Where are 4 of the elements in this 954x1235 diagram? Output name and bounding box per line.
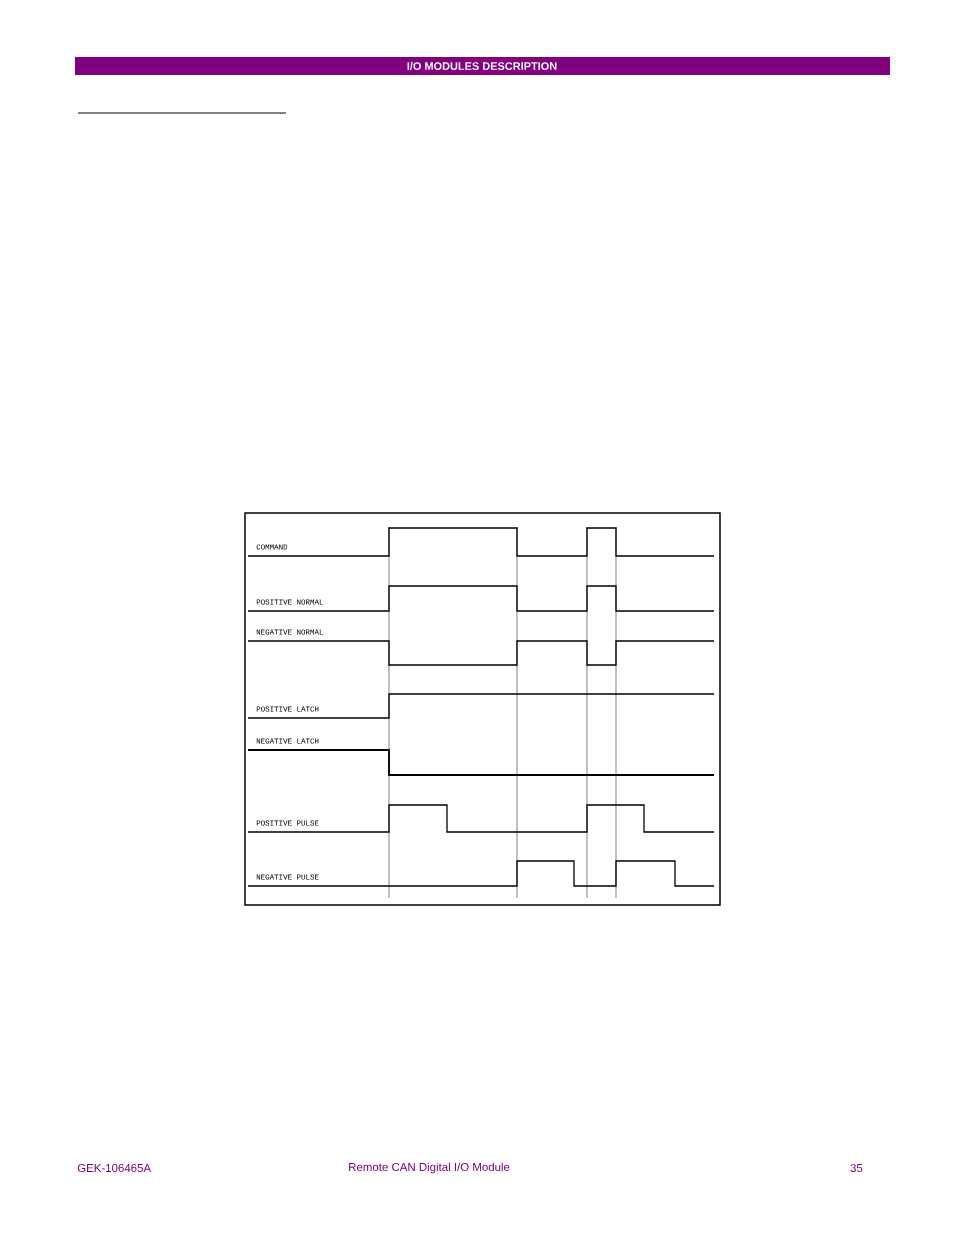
page-number: 35 bbox=[850, 1163, 863, 1173]
footer-title: Remote CAN Digital I/O Module bbox=[349, 1162, 510, 1174]
document-number: GEK-106465A bbox=[77, 1163, 152, 1173]
header-band: I/O MODULES DESCRIPTION bbox=[75, 57, 890, 75]
